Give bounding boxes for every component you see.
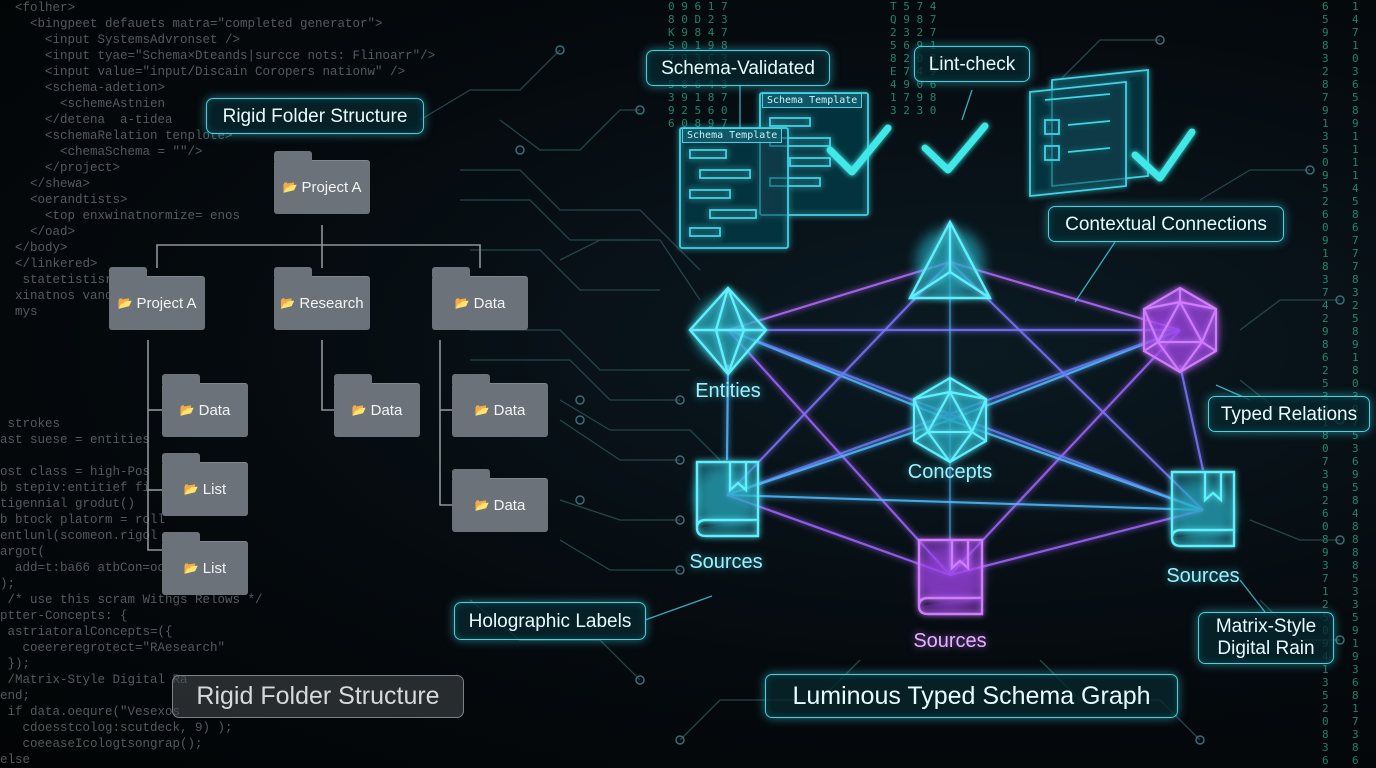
code-line: <input value="input/Discain Coropers nat… — [0, 65, 406, 79]
entities-node-label: Entities — [695, 380, 761, 402]
code-line: cdoesstcolog:scutdeck, 9) ); — [0, 721, 233, 735]
code-line: if data.oequre("Vesexos — [0, 705, 181, 719]
holographic-labels-label: Holographic Labels — [454, 602, 646, 640]
code-line: ast suese = entities — [0, 433, 151, 447]
checklist-document-icon — [1029, 69, 1149, 197]
schema-template-tag: Schema Template — [762, 93, 863, 108]
graph-edges — [725, 260, 1205, 577]
sources-node-label: Sources — [913, 630, 987, 652]
lint-check-label: Lint-check — [914, 46, 1030, 82]
diagram-title: Luminous Typed Schema Graph — [765, 674, 1178, 718]
folder-icon: 📂 — [474, 498, 490, 512]
book-node-icon — [1170, 470, 1236, 548]
folder-research[interactable]: 📂Research — [274, 267, 370, 330]
code-line: xinatnos vanc — [0, 289, 113, 303]
code-line: entlunl(scomeon.rigol — [0, 529, 158, 543]
code-line: </body> — [0, 241, 68, 255]
sources-node-label: Sources — [689, 551, 763, 573]
folder-root[interactable]: 📂Project A — [274, 151, 370, 214]
folder-icon: 📂 — [351, 403, 367, 417]
schema-template-icon — [679, 92, 869, 249]
code-line: coeeaseIcologtsongrap(); — [0, 737, 203, 751]
code-line: <chemaSchema = ""/> — [0, 145, 203, 159]
rigid-folder-structure-label: Rigid Folder Structure — [206, 98, 424, 134]
book-node-icon — [917, 538, 984, 616]
book-node-icon — [695, 460, 760, 538]
icosahedron-node-icon — [1142, 286, 1218, 374]
code-line: argot( — [0, 545, 46, 559]
code-line: </linkered> — [0, 257, 98, 271]
code-line: ); — [0, 577, 16, 591]
checkmark-icon — [921, 122, 989, 174]
code-line: </detena a-tidea — [0, 113, 173, 127]
code-line: </oad> — [0, 225, 76, 239]
code-line: end; — [0, 689, 31, 703]
code-line: <bingpeet defauets matra="completed gene… — [0, 17, 383, 31]
code-line: </project> — [0, 161, 121, 175]
matrix-rain-column: 1 4 7 1 0 3 6 5 8 9 1 1 1 1 4 5 8 6 7 7 … — [1352, 0, 1359, 767]
code-line: else — [0, 753, 31, 767]
code-line: <folher> — [0, 1, 76, 15]
code-line: b stepiv:entitief fi — [0, 481, 151, 495]
folder-data[interactable]: 📂Data — [432, 267, 528, 330]
tetrahedron-node-icon — [908, 219, 992, 300]
code-line: <schemeAstnien — [0, 97, 166, 111]
code-line: }); — [0, 657, 31, 671]
code-line: tigennial grodut() — [0, 497, 136, 511]
code-line: b btock platorm = roll — [0, 513, 166, 527]
folder-list[interactable]: 📂List — [162, 453, 248, 516]
schema-validated-label: Schema-Validated — [646, 50, 830, 86]
concepts-node-icon — [912, 376, 988, 464]
code-line: astriatoralConcepts=({ — [0, 625, 173, 639]
octahedron-node-icon — [688, 286, 768, 376]
code-line: <input SystemsAdvronset /> — [0, 33, 241, 47]
concepts-node-label: Concepts — [907, 461, 993, 483]
folder-icon: 📂 — [183, 561, 199, 575]
checkmark-icon — [826, 124, 892, 176]
matrix-style-digital-rain-label: Matrix-Style Digital Rain — [1198, 612, 1334, 664]
folder-icon: 📂 — [474, 403, 490, 417]
sources-node-label: Sources — [1166, 565, 1240, 587]
contextual-connections-label: Contextual Connections — [1048, 206, 1284, 242]
code-line: <oerandtists> — [0, 193, 128, 207]
folder-icon: 📂 — [179, 403, 195, 417]
folder-data[interactable]: 📂Data — [162, 374, 248, 437]
typed-relations-label: Typed Relations — [1208, 396, 1370, 432]
schema-template-tag: Schema Template — [682, 128, 783, 143]
folder-icon: 📂 — [282, 180, 298, 194]
folder-data[interactable]: 📂Data — [334, 374, 420, 437]
code-line: coeereregrotect="RAesearch" — [0, 641, 226, 655]
code-line: /* use this scram Withgs Relows */ — [0, 593, 263, 607]
folder-icon: 📂 — [183, 482, 199, 496]
code-line: <top enxwinatnormize= enos — [0, 209, 241, 223]
code-line: statetistisr — [0, 273, 113, 287]
code-line: mys — [0, 305, 38, 319]
code-line: ost class = high-Pos — [0, 465, 151, 479]
matrix-rain-column: 6 5 9 8 3 2 8 7 9 1 3 5 0 9 5 2 6 0 9 1 … — [1322, 0, 1329, 767]
checkmark-icon — [1131, 128, 1196, 182]
folder-data[interactable]: 📂Data — [452, 374, 548, 437]
folder-list[interactable]: 📂List — [162, 532, 248, 595]
code-line: strokes — [0, 417, 61, 431]
rigid-folder-structure-caption: Rigid Folder Structure — [172, 675, 464, 718]
code-line: </shewa> — [0, 177, 91, 191]
folder-icon: 📂 — [117, 296, 133, 310]
code-line: ptter-Concepts: { — [0, 609, 128, 623]
folder-icon: 📂 — [280, 296, 296, 310]
label-connectors — [644, 85, 1266, 621]
folder-data[interactable]: 📂Data — [452, 469, 548, 532]
folder-project-a[interactable]: 📂Project A — [109, 267, 205, 330]
code-line: add=t:ba66 atbCon=oo& — [0, 561, 173, 575]
folder-tree-lines — [147, 225, 481, 551]
code-line: <input tyae="Schema×Dteands|surcce nots:… — [0, 49, 436, 63]
folder-icon: 📂 — [454, 296, 470, 310]
code-line: <schema-adetion> — [0, 81, 166, 95]
